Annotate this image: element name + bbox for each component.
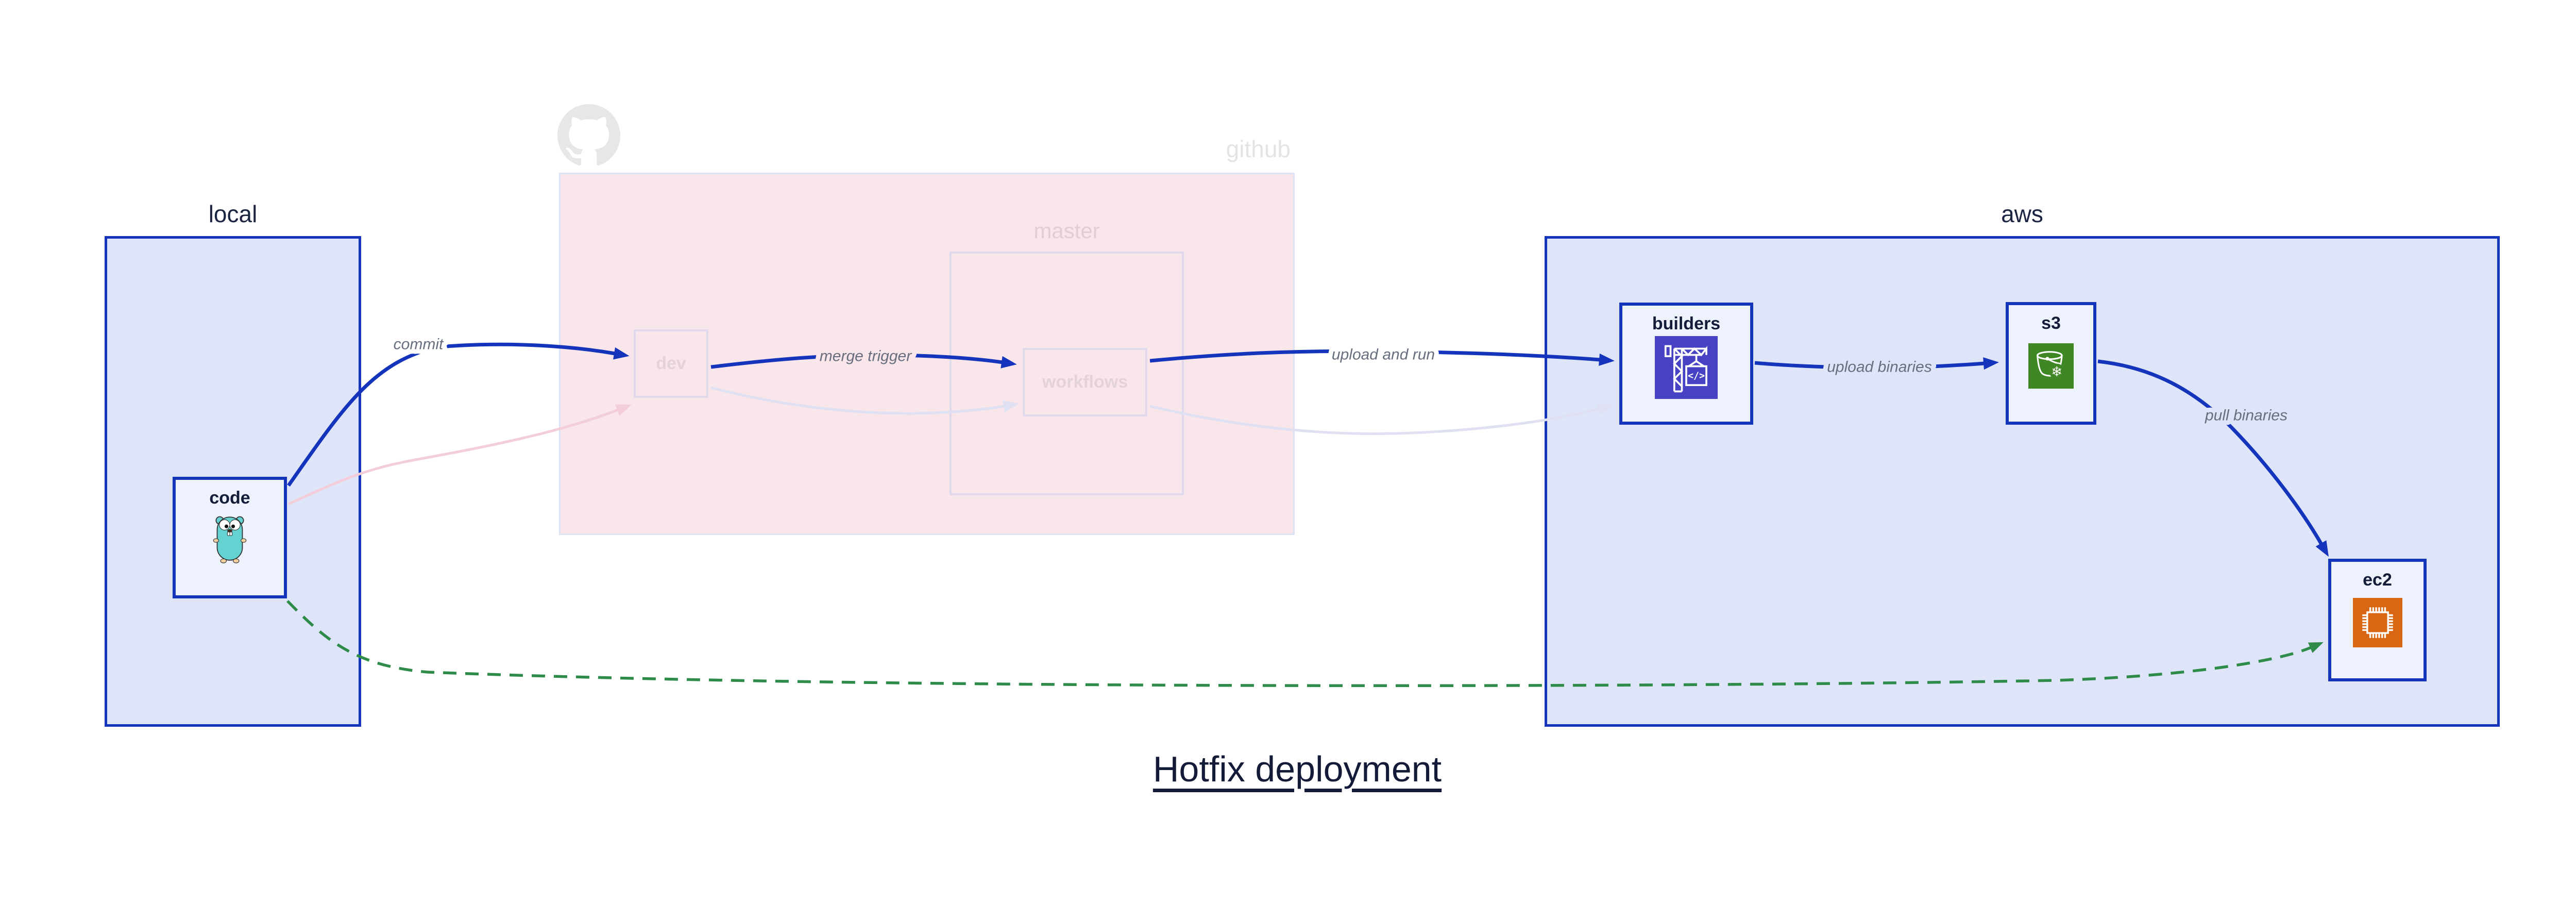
aws-codebuild-icon: </> (1655, 336, 1718, 399)
diagram-title: Hotfix deployment (1153, 749, 1442, 789)
node-code-label: code (209, 488, 250, 508)
github-logo-icon (557, 104, 620, 165)
cluster-aws-label: aws (2001, 201, 2043, 227)
glacier-snowflake-glyph: ❄ (2051, 364, 2062, 380)
edge-label-commit: commit (394, 336, 444, 353)
node-builders-label: builders (1652, 314, 1721, 333)
node-s3: s3 ❄ (2006, 302, 2096, 425)
edge-label-upload-and-run: upload and run (1332, 346, 1435, 363)
node-ec2-label: ec2 (2363, 570, 2392, 590)
node-workflows: workflows (1023, 348, 1147, 416)
cluster-master-label: master (1033, 219, 1100, 243)
cluster-github-label: github (1226, 136, 1291, 162)
node-workflows-label: workflows (1042, 372, 1128, 392)
node-dev: dev (634, 329, 708, 398)
codebuild-code-glyph: </> (1688, 371, 1705, 381)
node-code: code (173, 477, 287, 598)
go-gopher-icon (213, 516, 247, 563)
aws-ec2-icon (2352, 598, 2402, 647)
cluster-local-label: local (208, 201, 258, 227)
node-ec2: ec2 (2328, 559, 2427, 681)
aws-s3-glacier-icon: ❄ (2028, 343, 2074, 389)
node-dev-label: dev (656, 354, 686, 373)
node-s3-label: s3 (2041, 313, 2061, 333)
node-builders: builders </> (1619, 303, 1753, 425)
cluster-master (950, 252, 1184, 495)
